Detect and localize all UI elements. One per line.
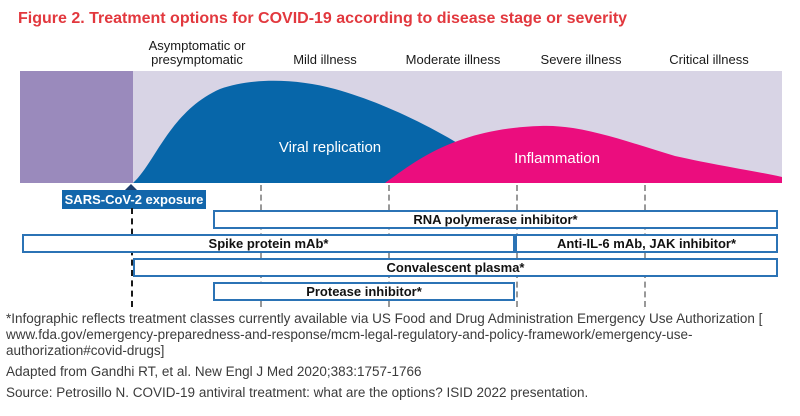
footnote-eua-note: *Infographic reflects treatment classes … [6, 311, 763, 358]
figure-title: Figure 2. Treatment options for COVID-19… [18, 10, 628, 27]
stage-label-mild: Mild illness [293, 51, 357, 67]
exposure-dashed-line [131, 208, 133, 307]
exposure-pointer-triangle-icon [124, 184, 138, 191]
treatment-bar-protease-inhibitor: Protease inhibitor* [213, 282, 515, 301]
viral-replication-area [133, 80, 517, 183]
treatment-bar-convalescent-plasma: Convalescent plasma* [133, 258, 778, 277]
stage-label-severe: Severe illness [540, 51, 622, 67]
stage-label-asymptomatic: Asymptomatic or presymptomatic [148, 38, 246, 67]
footnote-adapted-from: Adapted from Gandhi RT, et al. New Engl … [6, 364, 422, 379]
inflammation-area [385, 125, 782, 183]
viral-replication-label: Viral replication [278, 139, 382, 156]
inflammation-label: Inflammation [514, 150, 600, 167]
treatment-bar-anti-il6-mab-jak-inhibitor: Anti-IL-6 mAb, JAK inhibitor* [515, 234, 778, 253]
curves-svg [20, 71, 782, 183]
treatment-bar-rna-polymerase-inhibitor: RNA polymerase inhibitor* [213, 210, 778, 229]
disease-course-chart [20, 71, 782, 183]
treatment-bar-spike-protein-mab: Spike protein mAb* [22, 234, 515, 253]
stage-label-critical: Critical illness [669, 51, 749, 67]
stage-label-moderate: Moderate illness [405, 51, 501, 67]
sars-cov-2-exposure-badge: SARS-CoV-2 exposure [62, 190, 206, 209]
footnote-source: Source: Petrosillo N. COVID-19 antiviral… [6, 385, 589, 400]
pre-exposure-block [20, 71, 133, 183]
